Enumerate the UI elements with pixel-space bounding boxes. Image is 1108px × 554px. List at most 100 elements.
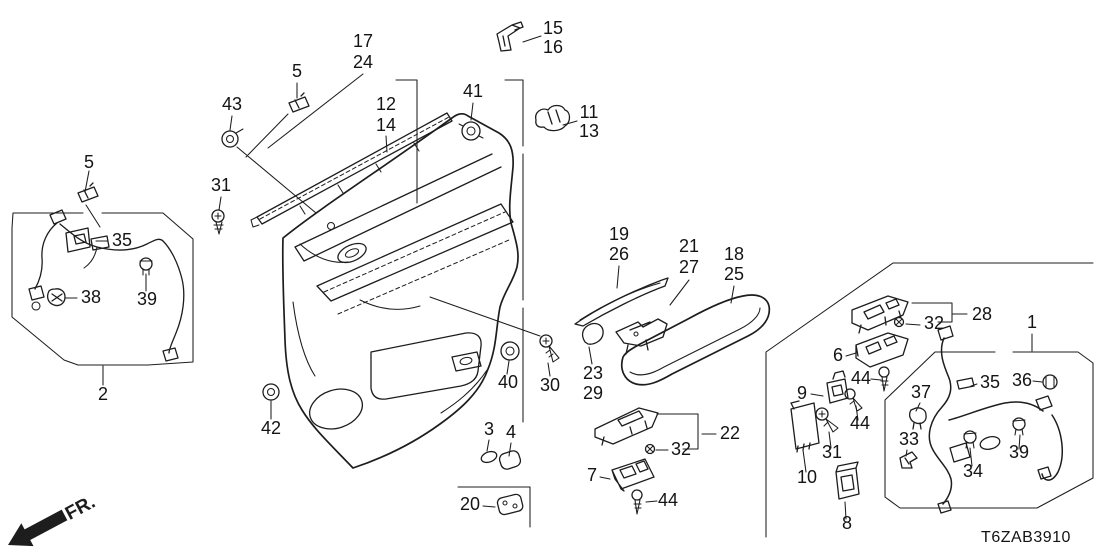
part-label-2: 2: [98, 384, 108, 404]
part-label-26: 26: [609, 244, 629, 264]
clip-34: [963, 430, 977, 449]
part-label-10: 10: [797, 467, 817, 487]
part-label-33: 33: [899, 429, 919, 449]
part-label-38: 38: [81, 287, 101, 307]
leader-lines: [64, 35, 1043, 520]
screw-30: [539, 334, 560, 363]
part-label-18: 18: [724, 244, 744, 264]
door-sub-wire-part-2: [28, 209, 185, 362]
part-label-15: 15: [543, 18, 563, 38]
part-label-44: 44: [658, 490, 678, 510]
part-label-35: 35: [980, 372, 1000, 392]
part-label-6: 6: [833, 345, 843, 365]
part-label-37: 37: [911, 382, 931, 402]
clip-35-left: [65, 227, 91, 253]
clip-39-right: [1012, 417, 1026, 436]
wire-harness-part-1: [928, 325, 1064, 514]
power-window-switch-7: [611, 458, 655, 515]
switch-9: [826, 370, 849, 404]
clip-20: [496, 493, 524, 516]
part-label-29: 29: [583, 383, 603, 403]
part-label-42: 42: [261, 418, 281, 438]
fr-label: FR.: [62, 492, 99, 525]
part-label-34: 34: [963, 461, 983, 481]
cap-3: [480, 450, 498, 464]
part-label-22: 22: [720, 423, 740, 443]
armrest-18-25: [620, 294, 771, 386]
part-label-27: 27: [679, 257, 699, 277]
part-label-31: 31: [822, 442, 842, 462]
screw-44-bottom: [631, 489, 643, 515]
bracket-21-27: [615, 318, 668, 355]
left-harness-box: [11, 212, 194, 366]
part-label-31: 31: [211, 175, 231, 195]
screw-31-right: [815, 407, 839, 433]
part-label-14: 14: [376, 115, 396, 135]
part-label-9: 9: [797, 383, 807, 403]
cap-4: [498, 450, 522, 470]
bolt-32-right: [893, 316, 905, 328]
part-label-8: 8: [842, 513, 852, 533]
part-label-12: 12: [376, 94, 396, 114]
switch-panel-22: [594, 407, 659, 455]
part-label-5: 5: [292, 61, 302, 81]
clip-33: [899, 451, 918, 469]
part-label-32: 32: [924, 313, 944, 333]
clip-5-left: [77, 182, 99, 203]
bracket-28: [911, 302, 953, 323]
clip-39-left: [139, 257, 153, 276]
door-lining-panel-part: [281, 112, 519, 469]
bracket-22: [656, 413, 699, 450]
switch-8: [835, 461, 860, 500]
part-label-16: 16: [543, 37, 563, 57]
clip-36: [1042, 374, 1058, 390]
grommet-40: [500, 341, 520, 361]
part-label-11: 11: [580, 102, 599, 122]
part-label-4: 4: [506, 422, 516, 442]
part-label-32: 32: [671, 439, 691, 459]
clip-11-13: [535, 104, 571, 132]
part-label-39: 39: [137, 289, 157, 309]
grommet-41: [458, 121, 484, 141]
part-label-36: 36: [1012, 370, 1032, 390]
part-label-20: 20: [460, 494, 480, 514]
part-label-35: 35: [112, 230, 132, 250]
part-label-41: 41: [463, 81, 483, 101]
cap-23-29: [581, 322, 604, 345]
switch-panel-28: [851, 295, 909, 334]
part-label-44: 44: [850, 413, 870, 433]
part-label-17: 17: [353, 31, 373, 51]
part-label-28: 28: [972, 304, 992, 324]
bottom-corner-bracket: [457, 486, 531, 528]
part-label-13: 13: [579, 121, 599, 141]
screw-31-left: [211, 209, 225, 235]
grommet-42: [262, 383, 280, 401]
clip-5-top: [288, 92, 310, 113]
part-label-1: 1: [1027, 312, 1037, 332]
garnish-19-26: [574, 277, 669, 327]
part-label-43: 43: [222, 94, 242, 114]
part-label-7: 7: [587, 465, 597, 485]
clip-37: [909, 407, 927, 430]
fr-direction-arrow: FR.: [8, 492, 99, 547]
clip-38: [47, 288, 66, 307]
part-label-30: 30: [540, 375, 560, 395]
part-label-39: 39: [1009, 442, 1029, 462]
harness-1-box: [884, 351, 1094, 509]
clip-15-16: [496, 21, 524, 52]
weatherstrip-part: [250, 112, 453, 228]
part-label-23: 23: [583, 363, 603, 383]
screw-44-mid-right: [844, 388, 863, 412]
grouping-frame-lines: [11, 79, 1094, 538]
part-label-44: 44: [851, 368, 871, 388]
right-group-frame: [765, 262, 1094, 538]
left-arrow-icon: [8, 509, 68, 547]
part-label-40: 40: [498, 372, 518, 392]
switch-assembly-6: [855, 332, 909, 368]
screw-44-upper-right: [878, 366, 890, 392]
part-label-5: 5: [84, 152, 94, 172]
grommet-43: [221, 128, 244, 148]
